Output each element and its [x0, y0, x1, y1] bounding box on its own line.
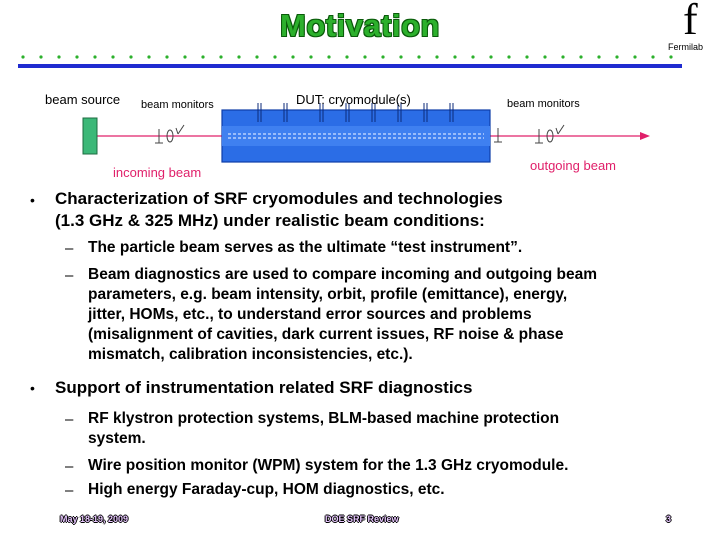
incoming-beam-label: incoming beam — [113, 165, 202, 180]
footer-date: May 18-19, 2009 — [60, 514, 129, 524]
sub-1-2-line-2: parameters, e.g. beam intensity, orbit, … — [88, 286, 568, 303]
bullet-1-line-1: Characterization of SRF cryomodules and … — [55, 189, 503, 208]
beam-arrow-icon — [640, 132, 650, 140]
sub-1-2-line-1: Beam diagnostics are used to compare inc… — [88, 266, 598, 283]
sub-bullet-dash: – — [65, 267, 74, 284]
bullet-marker: • — [30, 380, 35, 396]
title-rule — [18, 64, 682, 68]
footer-page-number: 3 — [666, 514, 672, 524]
right-monitor-icon — [535, 124, 565, 144]
sub-bullet-dash: – — [65, 458, 74, 475]
beam-source-block — [82, 117, 98, 155]
dut-label: DUT: cryomodule(s) — [296, 92, 411, 107]
sub-1-2-line-3: jitter, HOMs, etc., to understand error … — [88, 306, 532, 323]
sub-1-2-line-5: mismatch, calibration inconsistencies, e… — [88, 346, 413, 363]
title-dot-row — [21, 55, 673, 59]
fermilab-label: Fermilab — [668, 42, 704, 52]
sub-bullet-dash: – — [65, 411, 74, 428]
beam-monitors-left-label: beam monitors — [141, 99, 214, 111]
footer-review: DOE SRF Review — [325, 514, 399, 524]
sub-2-2-line-1: Wire position monitor (WPM) system for t… — [88, 457, 569, 474]
sub-1-1-line-1: The particle beam serves as the ultimate… — [88, 239, 523, 256]
cryomodule-cavity-lines — [257, 103, 454, 122]
inline-monitor-icon — [494, 128, 502, 143]
slide-title: Motivation — [280, 8, 440, 43]
beam-source-label: beam source — [45, 92, 121, 107]
sub-1-2-line-4: (misalignment of cavities, dark current … — [88, 326, 564, 343]
sub-2-3-line-1: High energy Faraday-cup, HOM diagnostics… — [88, 481, 445, 498]
sub-bullet-dash: – — [65, 482, 74, 499]
cryomodule-band — [222, 126, 490, 146]
beamline-diagram — [82, 103, 650, 163]
outgoing-beam-label: outgoing beam — [530, 158, 617, 173]
beam-monitors-right-label: beam monitors — [507, 98, 580, 110]
sub-2-1-line-2: system. — [88, 430, 146, 447]
left-monitor-icon — [155, 124, 185, 144]
sub-2-1-line-1: RF klystron protection systems, BLM-base… — [88, 410, 560, 427]
bullet-1-line-2: (1.3 GHz & 325 MHz) under realistic beam… — [55, 211, 485, 230]
fermilab-logo-icon: f — [683, 0, 698, 44]
sub-bullet-dash: – — [65, 240, 74, 257]
bullet-2-line-1: Support of instrumentation related SRF d… — [55, 378, 473, 397]
cryomodule-cavities — [228, 133, 484, 139]
bullet-marker: • — [30, 192, 35, 208]
